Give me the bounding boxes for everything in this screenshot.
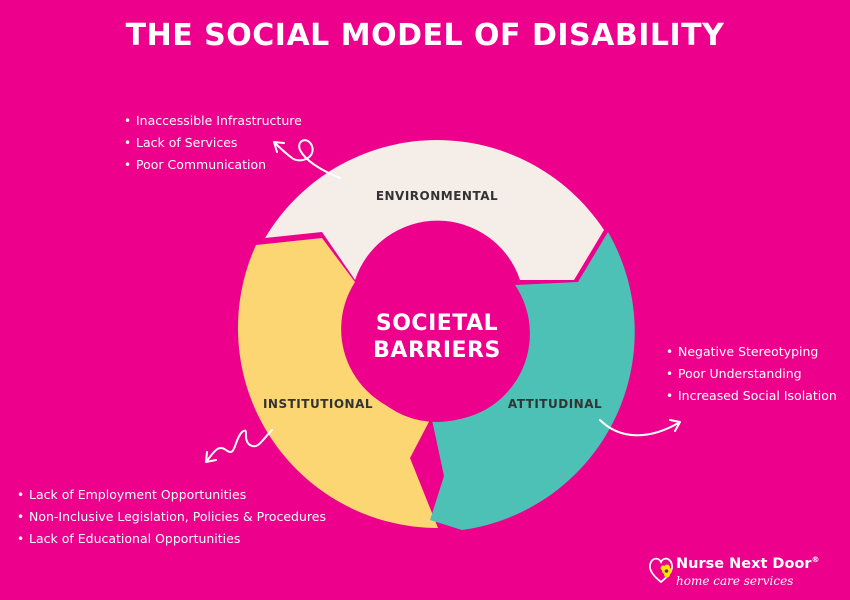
- list-item: Inaccessible Infrastructure: [124, 110, 302, 132]
- environmental-arrow-icon: [273, 139, 341, 179]
- attitudinal-barriers-list: Negative Stereotyping Poor Understanding…: [666, 341, 837, 407]
- center-title-line2: BARRIERS: [373, 338, 501, 363]
- attitudinal-label: ATTITUDINAL: [508, 397, 602, 411]
- institutional-barriers-list: Lack of Employment Opportunities Non-Inc…: [17, 484, 326, 550]
- list-item: Non-Inclusive Legislation, Policies & Pr…: [17, 506, 326, 528]
- institutional-label: INSTITUTIONAL: [263, 397, 373, 411]
- environmental-segment: [265, 140, 604, 280]
- brand-tagline: home care services: [676, 574, 794, 588]
- institutional-arrow-icon: [205, 429, 273, 463]
- list-item: Increased Social Isolation: [666, 385, 837, 407]
- list-item: Poor Communication: [124, 154, 302, 176]
- page-title: THE SOCIAL MODEL OF DISABILITY: [125, 18, 725, 53]
- environmental-label: ENVIRONMENTAL: [376, 189, 498, 203]
- list-item: Lack of Educational Opportunities: [17, 528, 326, 550]
- environmental-barriers-list: Inaccessible Infrastructure Lack of Serv…: [124, 110, 302, 176]
- heart-flower-icon: [648, 557, 674, 584]
- brand-name: Nurse Next Door®: [676, 555, 820, 572]
- institutional-segment: [237, 238, 438, 528]
- list-item: Poor Understanding: [666, 363, 837, 385]
- center-title-line1: SOCIETAL: [376, 311, 498, 336]
- list-item: Lack of Services: [124, 132, 302, 154]
- list-item: Negative Stereotyping: [666, 341, 837, 363]
- attitudinal-segment: [430, 232, 635, 530]
- center-circle: [351, 250, 523, 422]
- list-item: Lack of Employment Opportunities: [17, 484, 326, 506]
- attitudinal-arrow-icon: [599, 419, 681, 437]
- brand-logo: Nurse Next Door® home care services: [648, 553, 843, 593]
